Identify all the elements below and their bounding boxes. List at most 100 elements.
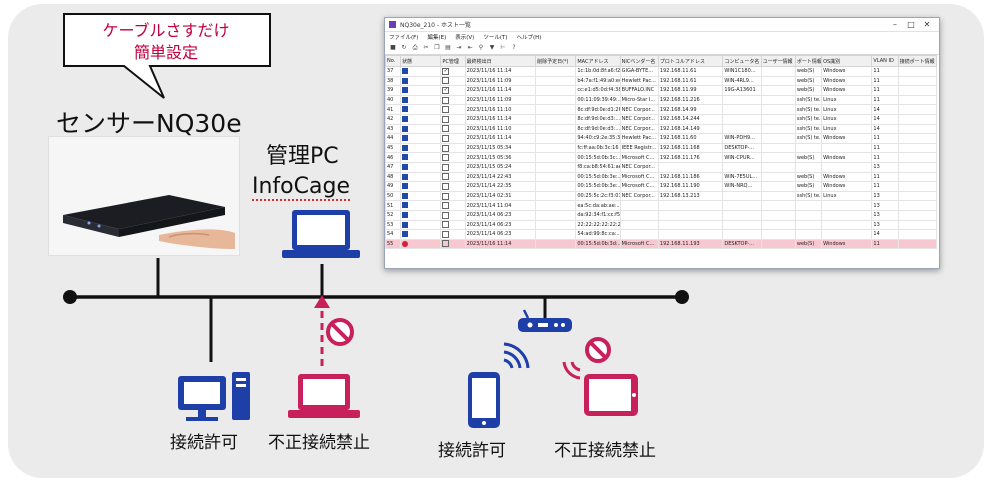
pc-managed-checkbox[interactable]	[442, 163, 450, 171]
column-header[interactable]: 接続ポート情報	[897, 55, 938, 67]
pc-managed-checkbox[interactable]	[442, 77, 450, 85]
empty-cell	[535, 75, 577, 87]
column-header[interactable]: MACアドレス	[575, 55, 621, 67]
cell-mac: 54:ad:99:8c:ca:...	[575, 229, 621, 240]
column-header[interactable]: コンピュータ名	[722, 55, 762, 67]
pc-managed-checkbox[interactable]	[442, 192, 450, 200]
cell-port: web(S)	[794, 238, 823, 250]
column-header[interactable]: ユーザー情報	[760, 55, 796, 67]
pc-managed-checkbox[interactable]	[442, 182, 450, 190]
menu-item[interactable]: ファイル(F)	[389, 35, 419, 41]
column-header[interactable]: ポート情報	[794, 55, 823, 67]
status-icon	[402, 144, 409, 151]
pc-managed-checkbox[interactable]	[442, 230, 450, 238]
column-header[interactable]: プロトコルアドレス	[657, 55, 724, 67]
pc-managed-checkbox[interactable]	[442, 154, 450, 162]
mgmt-laptop-icon	[282, 210, 360, 258]
pc-cell	[440, 104, 466, 115]
pc-managed-checkbox[interactable]	[442, 115, 450, 123]
maximize-button[interactable]: □	[907, 20, 915, 29]
print-icon[interactable]: ⎙	[412, 44, 418, 51]
empty-cell	[760, 85, 796, 96]
minimize-button[interactable]: –	[893, 20, 897, 29]
pc-managed-checkbox[interactable]	[442, 125, 450, 133]
column-icon[interactable]: ⊢	[500, 44, 506, 51]
cell-date: 2023/11/15 05:24	[464, 161, 537, 173]
pc-managed-checkbox[interactable]	[442, 240, 450, 248]
close-button[interactable]: ✕	[923, 20, 931, 29]
refresh-icon[interactable]: ↻	[401, 44, 407, 51]
cell-mac: 00:15:5d:0b:3d:...	[575, 238, 621, 250]
status-icon	[402, 183, 409, 190]
column-header[interactable]: No.	[385, 55, 402, 67]
mgmt-label-line-1: 管理PC	[266, 144, 339, 169]
pc-managed-checkbox[interactable]	[442, 211, 450, 219]
save-icon[interactable]: ■	[390, 44, 396, 51]
column-header[interactable]: 状態	[400, 55, 442, 67]
pc-managed-checkbox[interactable]	[442, 96, 450, 104]
empty-cell	[760, 238, 796, 250]
empty-cell	[897, 123, 938, 135]
column-header[interactable]: PC管理	[440, 55, 466, 67]
copy-icon[interactable]: ❐	[434, 44, 440, 51]
pc-managed-checkbox[interactable]: ✓	[442, 67, 450, 75]
empty-cell	[897, 171, 938, 183]
pc-managed-checkbox[interactable]	[442, 134, 450, 142]
pc-managed-checkbox[interactable]: ✓	[442, 86, 450, 94]
cell-no: 43	[385, 123, 402, 135]
menu-item[interactable]: 表示(V)	[455, 35, 475, 41]
filter-icon[interactable]: ▼	[489, 44, 495, 51]
menu-item[interactable]: ツール(T)	[483, 35, 508, 41]
column-header[interactable]: OS識別	[821, 55, 873, 67]
cell-ip: 192.168.11.168	[657, 142, 724, 154]
empty-cell	[535, 133, 577, 144]
cut-icon[interactable]: ✂	[423, 44, 429, 51]
column-header[interactable]: VLAN ID	[871, 55, 899, 67]
pc-managed-checkbox[interactable]	[442, 221, 450, 229]
status-icon	[402, 221, 409, 228]
cell-vlan: 11	[871, 75, 899, 87]
cell-port: web(S)	[794, 171, 823, 183]
host-list-window: NQ30e_210 - ホスト一覧 – □ ✕ ファイル(F)編集(E)表示(V…	[384, 17, 940, 269]
pc-managed-checkbox[interactable]	[442, 106, 450, 114]
pc-managed-checkbox[interactable]	[442, 202, 450, 210]
cell-vlan: 14	[871, 123, 899, 135]
column-header[interactable]: 最終検出日	[464, 55, 537, 67]
cell-mac: 00:15:5d:0b:3e:...	[575, 181, 621, 192]
status-icon	[402, 96, 409, 103]
menu-item[interactable]: ヘルプ(H)	[516, 35, 542, 41]
export-icon[interactable]: ⇤	[467, 44, 473, 51]
paste-icon[interactable]: ▤	[445, 44, 451, 51]
menu-item[interactable]: 編集(E)	[427, 35, 447, 41]
column-header[interactable]: NICベンダー名	[619, 55, 659, 67]
empty-cell	[535, 238, 577, 250]
status-icon	[402, 202, 409, 209]
empty-cell	[897, 229, 938, 240]
find-icon[interactable]: ⚲	[478, 44, 484, 51]
help-icon[interactable]: ?	[512, 44, 516, 51]
import-icon[interactable]: ⇥	[456, 44, 462, 51]
pc-managed-checkbox[interactable]	[442, 173, 450, 181]
cell-vendor: Microsoft C...	[619, 238, 659, 250]
pc-managed-checkbox[interactable]	[442, 144, 450, 152]
column-header[interactable]: 削除予定日(*)	[535, 55, 577, 67]
